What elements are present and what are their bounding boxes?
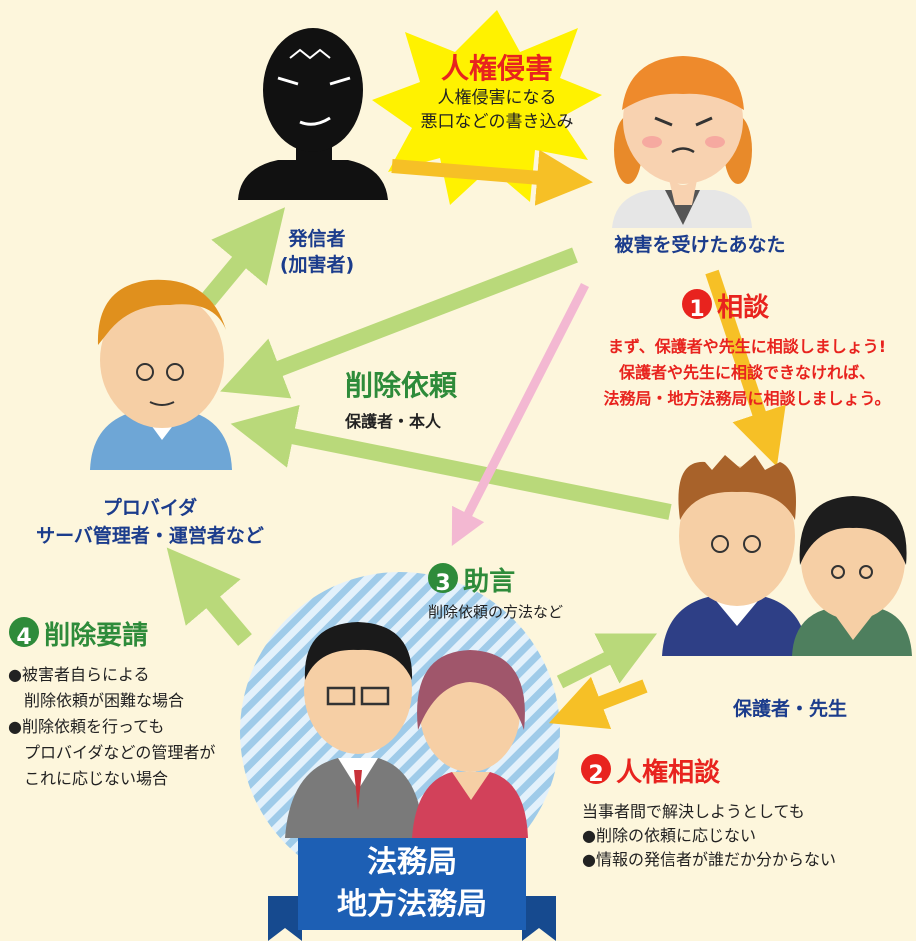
step2-line2: ●削除の依頼に応じない — [582, 826, 756, 845]
sender-line2: (加害者) — [279, 254, 355, 276]
victim-figure — [612, 56, 752, 228]
step2-line3: ●情報の発信者が誰だか分からない — [582, 850, 836, 869]
step3-title-row: 3 助言 — [428, 561, 515, 598]
delete-request-title: 削除依頼 — [345, 369, 458, 402]
arrow-victim-to-bureau — [451, 282, 590, 547]
step1-title-row: 1 相談 — [682, 287, 769, 324]
sender-line1: 発信者 — [288, 228, 346, 250]
bureau-line2: 地方法務局 — [337, 887, 487, 922]
step3-num: 3 — [435, 571, 451, 596]
infringement-box: 人権侵害 人権侵害になる 悪口などの書き込み — [392, 52, 602, 134]
arrow-bureau-to-guardian — [556, 633, 658, 689]
arrow-victim-to-guardian — [705, 269, 786, 467]
infringement-title: 人権侵害 — [440, 52, 553, 85]
step2-body: 当事者間で解決しようとしても ●削除の依頼に応じない ●情報の発信者が誰だか分か… — [582, 800, 912, 872]
provider-label: プロバイダ サーバ管理者・運営者など — [0, 494, 300, 550]
step4-line5: これに応じない場合 — [8, 769, 169, 788]
infringement-line1: 人権侵害になる — [437, 88, 557, 108]
provider-line2: サーバ管理者・運営者など — [36, 525, 264, 547]
step4-line2: 削除依頼が困難な場合 — [8, 691, 185, 710]
bureau-ribbon — [268, 838, 556, 941]
provider-line1: プロバイダ — [102, 497, 198, 519]
arrow-guardian-to-bureau — [548, 676, 648, 730]
step4-title-row: 4 削除要請 — [9, 615, 148, 652]
step2-title-row: 2 人権相談 — [581, 752, 720, 789]
sender-label: 発信者 (加害者) — [262, 226, 372, 278]
step1-num-circle — [682, 289, 712, 319]
arrow-provider-to-sender — [201, 207, 286, 306]
delete-request-sub: 保護者・本人 — [345, 412, 442, 431]
bureau-label: 法務局 地方法務局 — [298, 842, 526, 926]
delete-request: 削除依頼 保護者・本人 — [345, 364, 515, 432]
step3-title: 助言 — [463, 567, 516, 597]
step4-body: ●被害者自らによる 削除依頼が困難な場合 ●削除依頼を行っても プロバイダなどの… — [8, 662, 278, 792]
infringement-starburst — [372, 10, 602, 205]
step2-num-circle — [581, 754, 611, 784]
victim-label: 被害を受けたあなた — [614, 234, 786, 256]
step1-line1: まず、保護者や先生に相談しましょう! — [607, 337, 887, 356]
sender-figure — [238, 28, 388, 200]
arrow-victim-to-provider — [220, 247, 578, 399]
step4-line4: プロバイダなどの管理者が — [8, 743, 216, 762]
step1-body: まず、保護者や先生に相談しましょう! 保護者や先生に相談できなければ、 法務局・… — [582, 334, 912, 412]
arrow-guardian-to-provider — [230, 404, 672, 520]
step4-num: 4 — [16, 625, 32, 650]
step1-line3: 法務局・地方法務局に相談しましょう。 — [603, 389, 891, 408]
infringement-line2: 悪口などの書き込み — [420, 112, 574, 132]
step4-line1: ●被害者自らによる — [8, 665, 150, 684]
step3-num-circle — [428, 563, 458, 593]
step4-line3: ●削除依頼を行っても — [8, 717, 165, 736]
step2-title: 人権相談 — [616, 758, 721, 788]
arrow-bureau-to-provider — [166, 547, 252, 646]
arrow-sender-to-victim — [391, 149, 593, 206]
step1-num: 1 — [689, 297, 705, 322]
step4-num-circle — [9, 617, 39, 647]
bureau-officers — [285, 622, 528, 838]
step2-line1: 当事者間で解決しようとしても — [582, 802, 805, 821]
bureau-line1: 法務局 — [367, 845, 457, 880]
provider-figure — [90, 279, 232, 470]
step1-line2: 保護者や先生に相談できなければ、 — [618, 363, 875, 382]
guardian-figures — [662, 455, 912, 656]
step4-title: 削除要請 — [44, 621, 149, 651]
step3-sub: 削除依頼の方法など — [428, 603, 564, 621]
guardian-label: 保護者・先生 — [732, 698, 847, 720]
step1-title: 相談 — [717, 293, 770, 323]
step2-num: 2 — [588, 762, 604, 787]
